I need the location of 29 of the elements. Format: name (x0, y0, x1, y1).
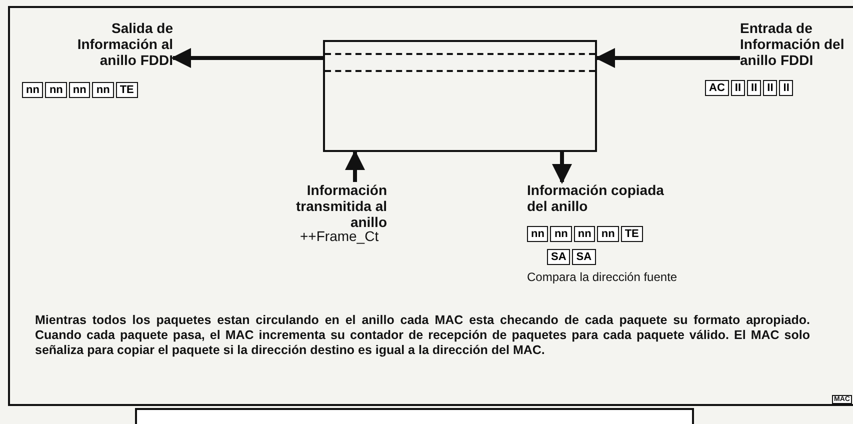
frame-field: SA (572, 249, 596, 265)
frame-field: II (779, 80, 794, 96)
frame-field: II (730, 80, 746, 96)
node-label: Salida de Información al anillo FDDI (76, 20, 173, 68)
frame-field: SA (547, 249, 570, 265)
frame-field: nn (68, 82, 90, 98)
frame-field: TE (620, 226, 643, 242)
frame-field: TE (116, 82, 138, 98)
frame-field: nn (550, 226, 572, 242)
frame-field: II (747, 80, 762, 96)
flow-arrow (552, 152, 572, 184)
frame-field: nn (597, 226, 619, 242)
frame-field: AC (705, 80, 729, 96)
frame-field: nn (574, 226, 596, 242)
mac-station-box (323, 40, 597, 152)
node-label: Información copiada del anillo (527, 182, 665, 214)
counter-label: ++Frame_Ct (300, 228, 379, 244)
frame-field: nn (527, 226, 548, 242)
flow-arrow (171, 48, 323, 68)
flow-arrow (345, 150, 365, 182)
frame-field: nn (22, 82, 44, 98)
frame-field: nn (92, 82, 114, 98)
node-label: Información transmitida al anillo (294, 182, 387, 230)
frame-field: II (763, 80, 778, 96)
frame-field: nn (45, 82, 67, 98)
flow-arrow (595, 48, 740, 68)
description-paragraph: Mientras todos los paquetes estan circulando en el anillo cada MAC esta checando de cada paquete su formato apropiado. Cuando cada paquete pasa, el MAC incrementa su contador de recepción de paquetes para cada paquete válido. El MAC solo señaliza para copiar el paquete si la dirección destino es igual a la dirección del MAC. (35, 313, 810, 358)
node-label: Entrada de Información del anillo FDDI (740, 20, 846, 68)
note-text: Compara la dirección fuente (527, 270, 678, 284)
